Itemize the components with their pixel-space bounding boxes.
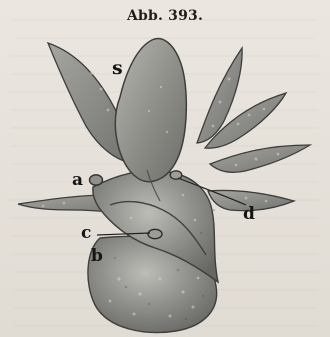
label-d: d (243, 206, 255, 223)
label-s: s (112, 59, 123, 78)
label-b: b (91, 248, 103, 265)
label-c: c (81, 225, 91, 242)
label-a: a (72, 172, 83, 189)
